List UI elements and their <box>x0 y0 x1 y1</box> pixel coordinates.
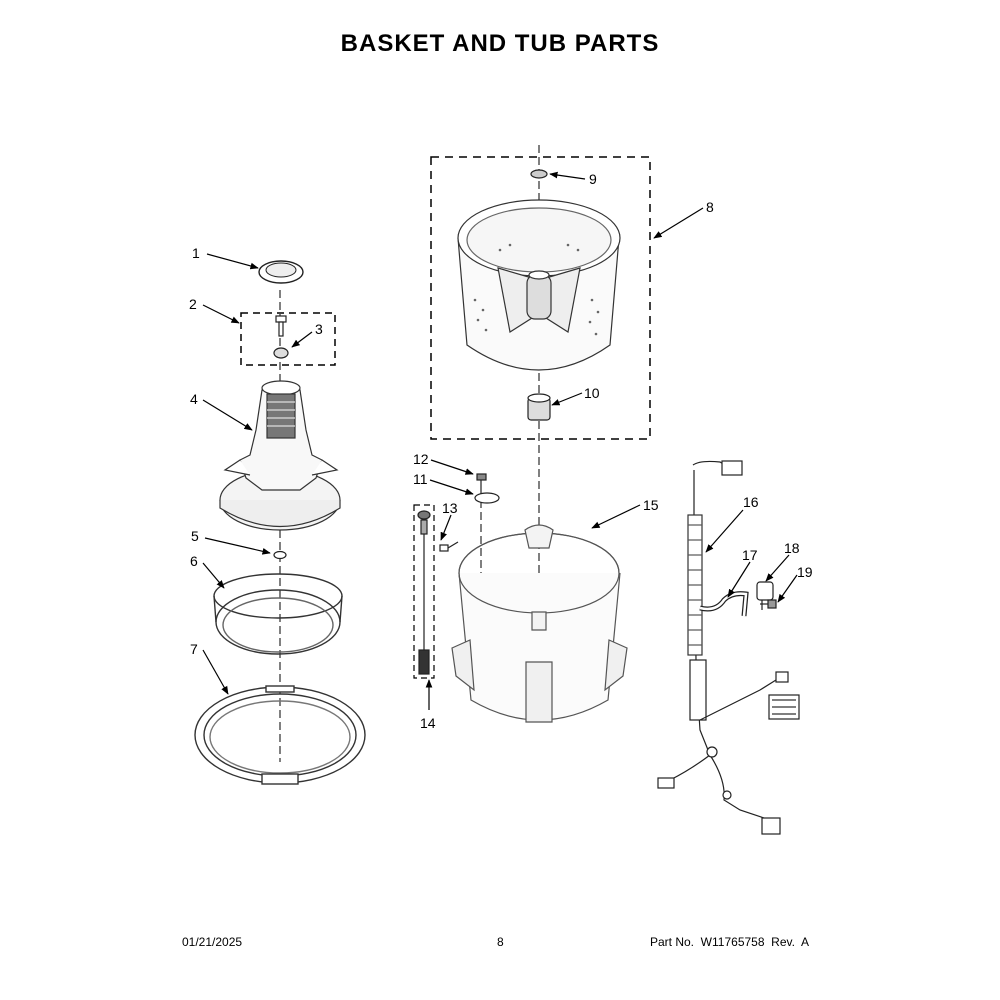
callout-8: 8 <box>706 199 714 215</box>
callout-4: 4 <box>190 391 198 407</box>
callout-13: 13 <box>442 500 458 516</box>
part-16-wire-harness <box>657 460 800 835</box>
part-7-tub-ring <box>194 685 366 785</box>
part-15-outer-tub <box>451 524 628 723</box>
part-14-rod <box>417 510 431 675</box>
part-12-screw <box>476 473 487 494</box>
group-box-2 <box>240 312 336 366</box>
callout-11: 11 <box>413 471 428 487</box>
callout-15: 15 <box>643 497 659 513</box>
part-10-hub <box>527 393 551 421</box>
footer-part-number: Part No. W11765758 Rev. A <box>650 935 809 949</box>
callout-2: 2 <box>189 296 197 312</box>
callout-labels: 1 2 3 4 5 6 7 8 9 10 11 12 13 14 15 16 1… <box>189 171 813 731</box>
callout-9: 9 <box>589 171 597 187</box>
part-18-switch <box>756 581 774 610</box>
callout-5: 5 <box>191 528 199 544</box>
part-19-screw <box>760 599 777 609</box>
callout-7: 7 <box>190 641 198 657</box>
callout-10: 10 <box>584 385 600 401</box>
part-5-washer <box>273 550 287 560</box>
callout-14: 14 <box>420 715 436 731</box>
part-17-hose-inner <box>699 592 748 617</box>
part-6-ring <box>213 573 343 655</box>
part-1-cap <box>258 260 304 284</box>
basket <box>457 199 621 371</box>
part-9-clip <box>530 169 548 179</box>
part-13-pin <box>439 541 459 552</box>
callout-1: 1 <box>192 245 200 261</box>
part-17-hose <box>699 591 749 617</box>
footer-page-number: 8 <box>497 935 504 949</box>
footer-date: 01/21/2025 <box>182 935 243 949</box>
page-title: BASKET AND TUB PARTS <box>340 30 660 57</box>
callout-16: 16 <box>743 494 759 510</box>
part-2-bolt <box>275 315 287 337</box>
part-11-bracket <box>474 492 500 504</box>
callout-12: 12 <box>413 451 429 467</box>
callout-6: 6 <box>190 553 198 569</box>
group-box-14 <box>413 504 435 679</box>
callout-3: 3 <box>315 321 323 337</box>
callout-19: 19 <box>797 564 813 580</box>
callout-18: 18 <box>784 540 800 556</box>
callout-leaders <box>202 171 798 710</box>
callout-17: 17 <box>742 547 758 563</box>
part-3-nut <box>273 347 289 359</box>
group-box-8 <box>430 156 651 440</box>
part-4-agitator <box>219 380 341 531</box>
